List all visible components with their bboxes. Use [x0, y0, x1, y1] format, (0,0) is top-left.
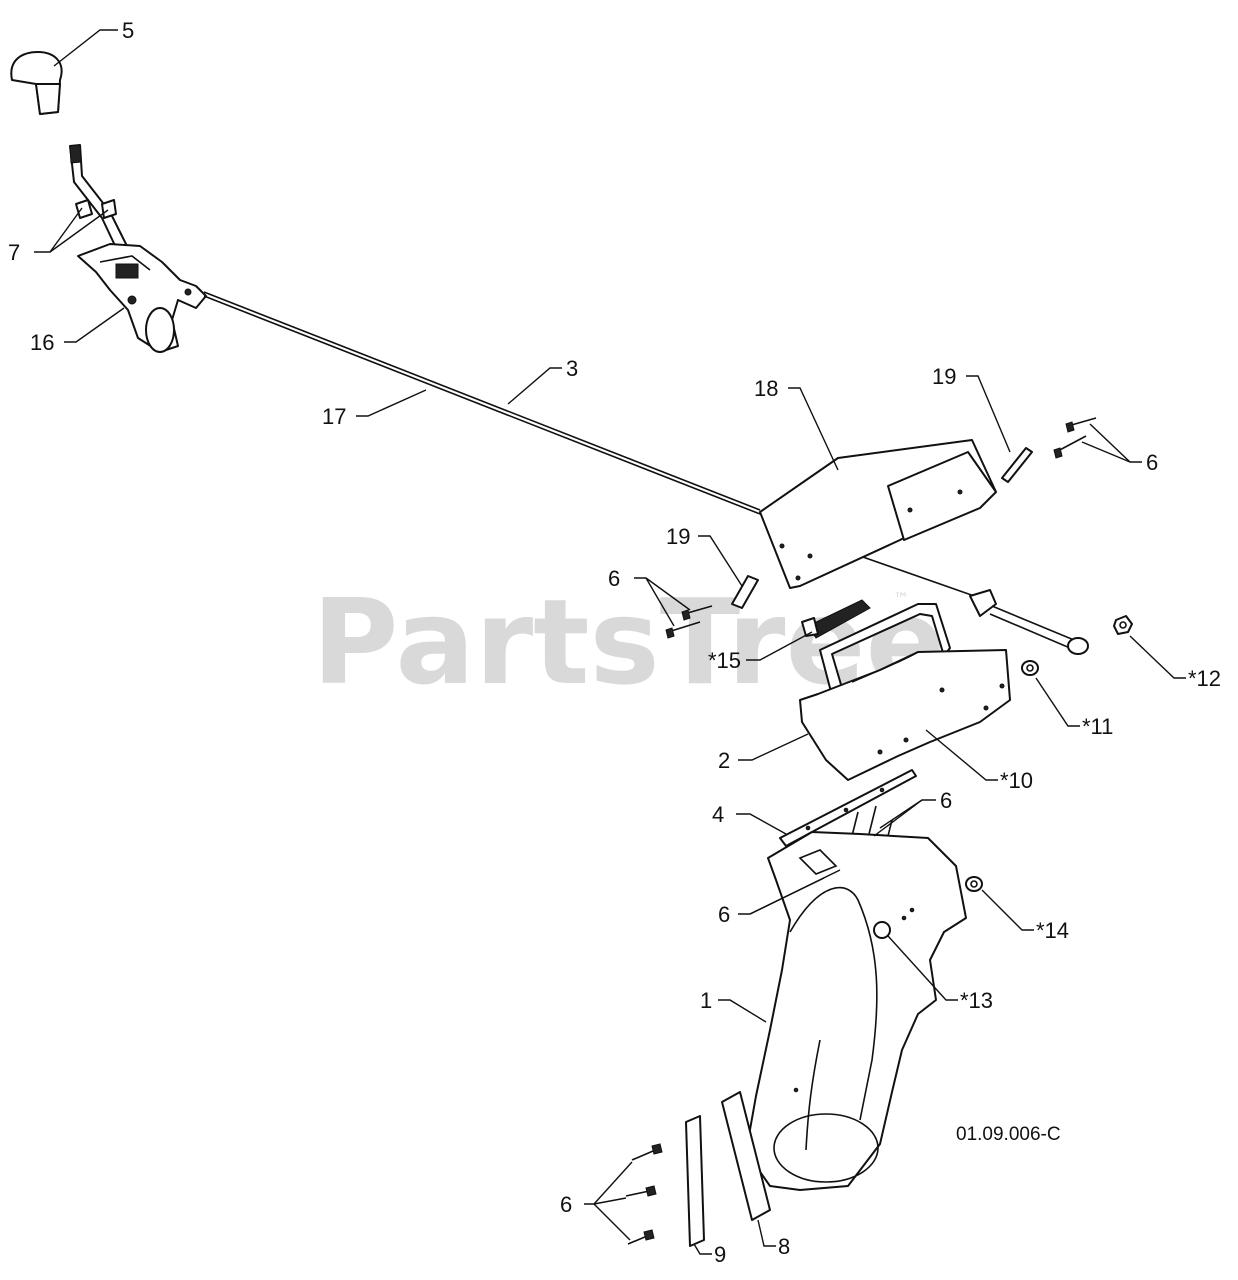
callout-7: 7 [8, 240, 20, 265]
part-plate-9 [685, 1115, 705, 1247]
callout-11: *11 [1082, 714, 1113, 739]
part-nut-12 [1113, 615, 1133, 635]
callout-2: 2 [718, 748, 730, 773]
callout-12: *12 [1188, 666, 1221, 691]
callout-6-right: 6 [1146, 450, 1158, 475]
callout-6-lower: 6 [560, 1192, 572, 1217]
part-plate-8 [721, 1091, 771, 1221]
part-lower-chute [745, 831, 967, 1191]
part-strip-19-right [1001, 447, 1033, 483]
callout-4: 4 [712, 802, 724, 827]
callout-17: 17 [322, 404, 346, 429]
callout-19-right: 19 [932, 364, 956, 389]
callout-15: *15 [708, 648, 741, 673]
callout-19-left: 19 [666, 524, 690, 549]
part-plate-4 [779, 769, 917, 847]
part-strip-19-left [731, 575, 759, 609]
part-knob [10, 51, 63, 115]
drawing-code: 01.09.006-C [956, 1124, 1061, 1145]
part-cable [203, 291, 981, 599]
part-nut-14 [965, 876, 983, 892]
callout-6-mid: 6 [608, 566, 620, 591]
part-screws-6-mid [665, 605, 713, 639]
part-chute-deflector [759, 439, 997, 589]
callout-1: 1 [700, 988, 712, 1013]
part-upper-chute [799, 603, 1011, 781]
callout-16: 16 [30, 330, 54, 355]
callout-3: 3 [566, 356, 578, 381]
part-washer-11 [1021, 660, 1039, 676]
callout-10: *10 [1000, 768, 1033, 793]
part-control-bracket [77, 243, 207, 353]
callout-6-upper-chute: 6 [940, 788, 952, 813]
callout-8: 8 [778, 1234, 790, 1259]
part-spring [801, 599, 871, 639]
callout-18: 18 [754, 376, 778, 401]
callout-14: *14 [1036, 918, 1069, 943]
part-adjuster-rod [969, 589, 1089, 655]
callout-13: *13 [960, 988, 993, 1013]
callout-6-lower-chute: 6 [718, 902, 730, 927]
watermark-trademark: ™ [893, 589, 909, 608]
callouts: 5 7 16 17 3 18 19 6 19 6 *15 *12 *11 2 *… [8, 18, 1221, 1267]
callout-9: 9 [714, 1242, 726, 1267]
part-lever [69, 144, 129, 253]
leader-lines [34, 29, 1186, 1255]
part-screws-6-upper [1053, 417, 1097, 459]
callout-5: 5 [122, 18, 134, 43]
part-screws-6-lower [625, 1143, 663, 1245]
